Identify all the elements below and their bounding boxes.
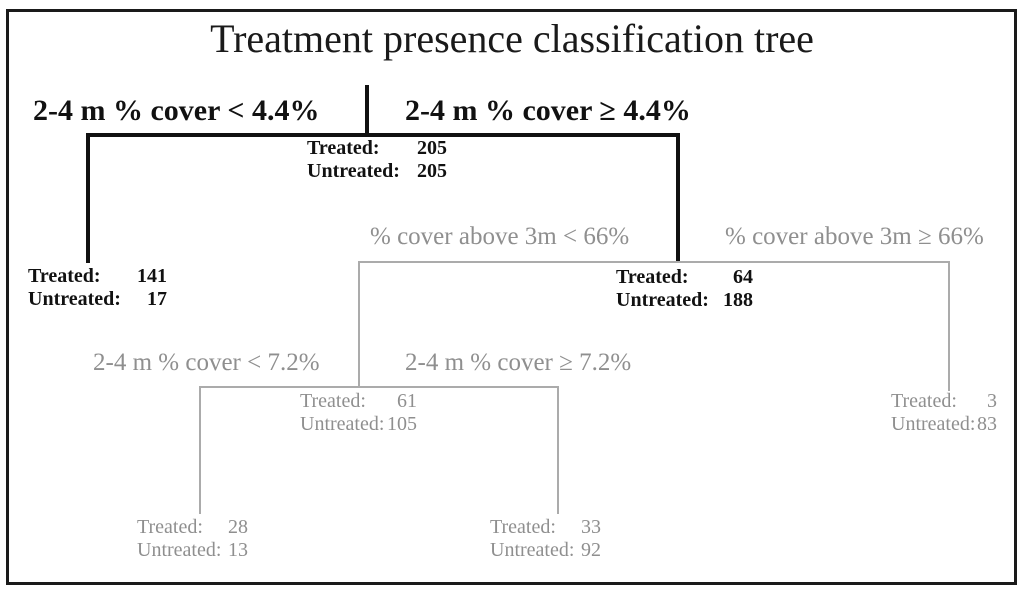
node-mid-left-untreated-row: Untreated: 105 [300,413,417,436]
treated-value: 141 [137,265,167,287]
node-left-leaf-untreated-row: Untreated: 17 [28,288,167,311]
node-right-leaf-untreated-row: Untreated: 83 [891,413,997,436]
node-root-treated-row: Treated: 205 [307,137,447,160]
untreated-label: Untreated: [28,288,121,310]
node-bottom-left-treated-row: Treated: 28 [137,516,248,539]
node-root-untreated-row: Untreated: 205 [307,160,447,183]
treated-value: 205 [417,137,447,159]
treated-label: Treated: [307,137,380,159]
treated-label: Treated: [137,516,203,538]
treated-value: 28 [228,516,248,538]
node-left-leaf: Treated: 141 Untreated: 17 [28,265,167,311]
node-mid-left: Treated: 61 Untreated: 105 [300,390,417,436]
node-bottom-right-treated-row: Treated: 33 [490,516,601,539]
l3-left-branch-line [199,386,201,514]
l3-right-branch-line [557,386,559,514]
split-label-l2-right: % cover above 3m ≥ 66% [725,223,984,250]
treated-value: 64 [733,266,753,288]
l2-split-bar [358,261,950,263]
split-label-l3-right: 2-4 m % cover ≥ 7.2% [405,349,632,376]
node-bottom-right-leaf: Treated: 33 Untreated: 92 [490,516,601,562]
node-right-leaf: Treated: 3 Untreated: 83 [891,390,997,436]
node-bottom-left-untreated-row: Untreated: 13 [137,539,248,562]
untreated-value: 83 [977,413,997,435]
node-root: Treated: 205 Untreated: 205 [307,137,447,183]
node-left-leaf-treated-row: Treated: 141 [28,265,167,288]
untreated-value: 105 [387,413,417,435]
untreated-label: Untreated: [490,539,575,561]
node-bottom-left-leaf: Treated: 28 Untreated: 13 [137,516,248,562]
treated-label: Treated: [300,390,366,412]
root-right-branch-line [676,133,680,263]
untreated-value: 17 [147,288,167,310]
node-mid-untreated-row: Untreated: 188 [616,289,753,312]
untreated-label: Untreated: [300,413,385,435]
root-stem-line [365,85,369,135]
treated-label: Treated: [616,266,689,288]
untreated-value: 188 [723,289,753,311]
root-left-branch-line [86,133,90,263]
split-label-l2-left: % cover above 3m < 66% [370,223,630,250]
split-label-l3-left: 2-4 m % cover < 7.2% [93,349,320,376]
treated-value: 33 [581,516,601,538]
untreated-label: Untreated: [137,539,222,561]
l2-right-branch-line [948,261,950,391]
node-mid-left-treated-row: Treated: 61 [300,390,417,413]
figure-title: Treatment presence classification tree [210,16,814,61]
untreated-value: 92 [581,539,601,561]
treated-value: 3 [987,390,997,412]
untreated-label: Untreated: [616,289,709,311]
treated-label: Treated: [891,390,957,412]
l2-left-branch-line [358,261,360,387]
node-mid: Treated: 64 Untreated: 188 [616,266,753,312]
root-split-bar [86,133,680,137]
split-label-root-left: 2-4 m % cover < 4.4% [33,94,320,127]
split-label-root-right: 2-4 m % cover ≥ 4.4% [405,94,691,127]
untreated-value: 13 [228,539,248,561]
node-right-leaf-treated-row: Treated: 3 [891,390,997,413]
untreated-value: 205 [417,160,447,182]
node-mid-treated-row: Treated: 64 [616,266,753,289]
treated-label: Treated: [490,516,556,538]
l3-split-bar [199,386,559,388]
untreated-label: Untreated: [891,413,976,435]
treated-value: 61 [397,390,417,412]
figure-border [6,9,1017,585]
treated-label: Treated: [28,265,101,287]
untreated-label: Untreated: [307,160,400,182]
node-bottom-right-untreated-row: Untreated: 92 [490,539,601,562]
